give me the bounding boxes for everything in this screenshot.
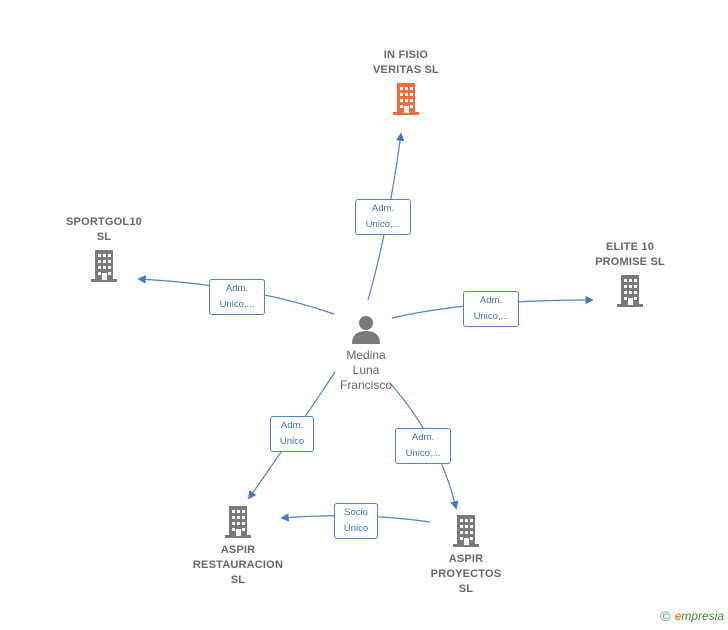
building-icon bbox=[617, 275, 643, 307]
person-name: Medina Luna Francisco bbox=[339, 348, 392, 392]
company-name: ASPIR RESTAURACION SL bbox=[192, 544, 284, 586]
company-name: IN FISIO VERITAS SL bbox=[373, 49, 439, 76]
person-icon bbox=[352, 316, 380, 344]
relation-label-socio[interactable]: Socio Único bbox=[334, 503, 378, 539]
building-icon bbox=[393, 83, 419, 115]
building-icon bbox=[225, 506, 251, 538]
relation-label-proyectos[interactable]: Adm. Unico,... bbox=[395, 428, 451, 464]
building-icon bbox=[453, 515, 479, 547]
company-name: ASPIR PROYECTOS SL bbox=[430, 553, 502, 595]
brand-footer: © empresia bbox=[660, 608, 724, 624]
building-icon bbox=[91, 250, 117, 282]
company-node-restauracion[interactable]: ASPIR RESTAURACION SL bbox=[186, 505, 290, 588]
company-node-elite[interactable]: ELITE 10 PROMISE SL bbox=[578, 240, 682, 308]
relation-label-restauracion[interactable]: Adm. Unico bbox=[270, 416, 314, 452]
brand-logo: empresia bbox=[674, 609, 724, 623]
company-node-sportgol[interactable]: SPORTGOL10 SL bbox=[52, 215, 156, 283]
copyright-icon: © bbox=[660, 608, 671, 624]
person-node[interactable]: Medina Luna Francisco bbox=[326, 314, 406, 393]
company-name: SPORTGOL10 SL bbox=[66, 216, 142, 243]
relation-label-infisio[interactable]: Adm. Unico,... bbox=[355, 199, 411, 235]
company-node-proyectos[interactable]: ASPIR PROYECTOS SL bbox=[414, 514, 518, 597]
relation-label-sportgol[interactable]: Adm. Unico,... bbox=[209, 279, 265, 315]
company-node-infisio[interactable]: IN FISIO VERITAS SL bbox=[354, 48, 458, 116]
relation-label-elite[interactable]: Adm. Unico,... bbox=[463, 291, 519, 327]
company-name: ELITE 10 PROMISE SL bbox=[595, 241, 665, 268]
